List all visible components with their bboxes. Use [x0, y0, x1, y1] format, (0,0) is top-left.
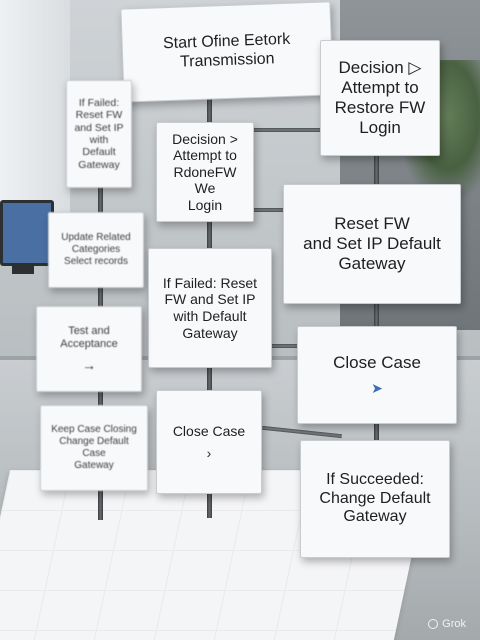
node-test-acceptance: Test and Acceptance →: [36, 306, 142, 392]
grok-watermark-text: Grok: [442, 618, 466, 630]
connector-rail: [250, 128, 320, 132]
arrow-right-icon: →: [82, 356, 96, 373]
node-close-case-right-label: Close Case: [333, 353, 421, 373]
connector-rail: [252, 208, 286, 212]
node-categories-left-label: Update Related Categories Select records: [61, 232, 131, 267]
node-failed-center-label: If Failed: Reset FW and Set IP with Defa…: [162, 274, 258, 341]
grok-watermark: Grok: [428, 618, 466, 630]
grok-logo-icon: [428, 619, 439, 629]
node-change-case-left: Keep Case Closing Change Default Case Ga…: [40, 405, 148, 491]
node-decision-center: Decision > Attempt to RdoneFW We Login: [156, 122, 254, 222]
node-decision-center-label: Decision > Attempt to RdoneFW We Login: [172, 130, 238, 213]
node-failed-left-top-label: If Failed: Reset FW and Set IP with Defa…: [74, 96, 124, 171]
arrow-right-icon: ›: [206, 445, 212, 462]
node-failed-center: If Failed: Reset FW and Set IP with Defa…: [148, 248, 272, 368]
node-categories-left: Update Related Categories Select records: [48, 212, 144, 288]
node-succeeded-right: If Succeeded: Change Default Gateway: [300, 440, 450, 558]
node-succeeded-right-label: If Succeeded: Change Default Gateway: [319, 470, 431, 526]
node-test-acceptance-label: Test and Acceptance: [60, 325, 118, 350]
node-failed-left-top: If Failed: Reset FW and Set IP with Defa…: [66, 80, 132, 188]
node-close-case-center: Close Case ›: [156, 390, 262, 494]
node-start-label: Start Ofine Eetork Transmission: [162, 30, 291, 71]
node-reset-fw-right-label: Reset FW and Set IP Default Gateway: [303, 213, 441, 274]
background-monitor-stand: [12, 264, 34, 274]
node-close-case-right: Close Case ➤: [297, 326, 457, 424]
arrow-pointer-icon: ➤: [371, 379, 383, 396]
node-close-case-center-label: Close Case: [172, 422, 246, 439]
node-start: Start Ofine Eetork Transmission: [120, 1, 334, 103]
node-decision-right-top: Decision ▷ Attempt to Restore FW Login: [320, 40, 440, 156]
background-monitor: [0, 200, 54, 266]
node-decision-right-top-label: Decision ▷ Attempt to Restore FW Login: [334, 57, 426, 138]
connector-rail: [268, 344, 298, 348]
node-change-case-left-label: Keep Case Closing Change Default Case Ga…: [51, 424, 137, 471]
node-reset-fw-right: Reset FW and Set IP Default Gateway: [283, 184, 461, 304]
